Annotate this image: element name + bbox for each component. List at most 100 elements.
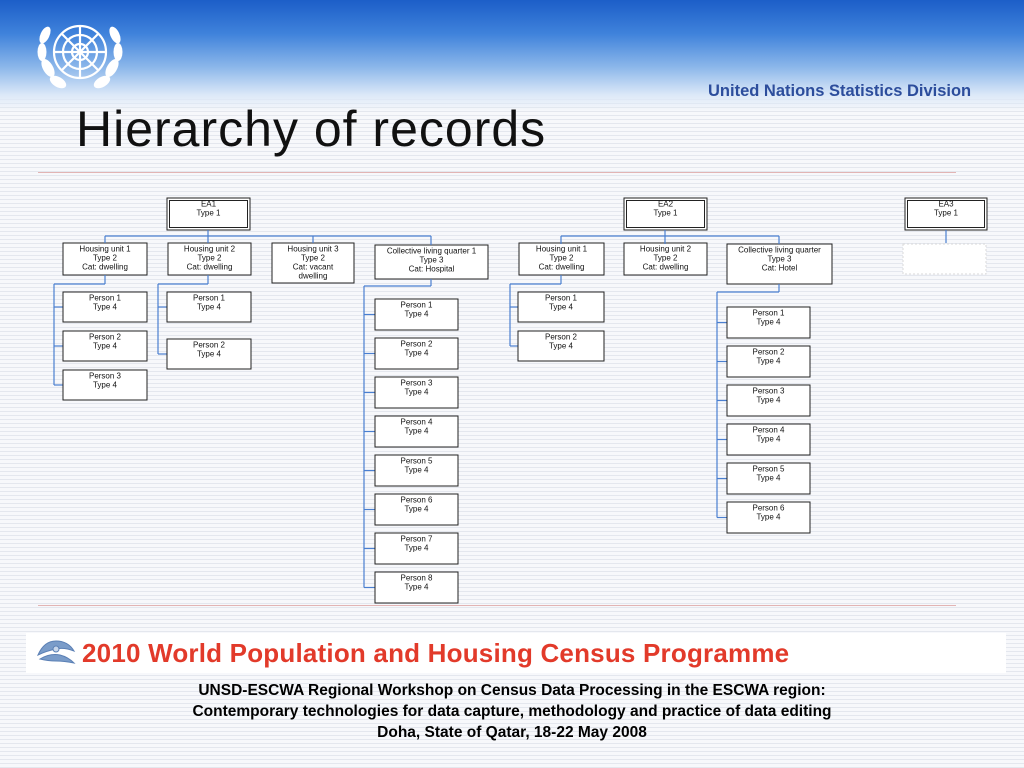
footer: UNSD-ESCWA Regional Workshop on Census D… xyxy=(0,680,1024,743)
top-divider xyxy=(38,172,956,173)
unit-4-box xyxy=(374,244,489,280)
person-5-4-label: Person 4 xyxy=(752,426,785,435)
unit-1-box xyxy=(62,242,148,276)
banner-title: 2010 World Population and Housing Census… xyxy=(82,638,790,668)
person-5-4-box xyxy=(726,423,811,456)
person-4-1-box xyxy=(517,291,605,323)
person-2-2-label: Type 4 xyxy=(197,350,222,359)
person-3-7-label: Type 4 xyxy=(404,544,429,553)
unit-3-label: Cat: vacant xyxy=(293,263,334,272)
person-1-2-label: Person 2 xyxy=(89,333,122,342)
person-1-1-label: Person 1 xyxy=(89,294,122,303)
footer-line-2: Contemporary technologies for data captu… xyxy=(192,703,832,720)
bottom-divider xyxy=(38,605,956,606)
page-title: Hierarchy of records xyxy=(76,101,547,157)
person-3-7-box xyxy=(374,532,459,565)
person-3-4-label: Person 4 xyxy=(400,418,433,427)
footer-line-3: Doha, State of Qatar, 18-22 May 2008 xyxy=(377,724,647,741)
ea-2-label: Type 1 xyxy=(653,209,678,218)
person-1-2-label: Type 4 xyxy=(93,342,118,351)
un-emblem-icon xyxy=(37,24,123,89)
unit-4-label: Collective living quarter 1 xyxy=(387,247,477,256)
person-5-5-label: Type 4 xyxy=(756,474,781,483)
unit-7-label: Cat: Hotel xyxy=(762,264,798,273)
person-2-1-label: Type 4 xyxy=(197,303,222,312)
unit-7-label: Type 3 xyxy=(767,255,792,264)
person-4-2-label: Person 2 xyxy=(545,333,578,342)
unit-4-label: Type 3 xyxy=(419,256,444,265)
unit-2-label: Type 2 xyxy=(197,254,222,263)
person-4-1-label: Person 1 xyxy=(545,294,578,303)
person-1-3-box xyxy=(62,369,148,401)
unit-4-label: Cat: Hospital xyxy=(409,265,455,274)
person-5-5-box xyxy=(726,462,811,495)
unit-2-label: Cat: dwelling xyxy=(187,263,233,272)
person-5-5-label: Person 5 xyxy=(752,465,785,474)
unit-6-label: Type 2 xyxy=(653,254,678,263)
census-banner: 2010 World Population and Housing Census… xyxy=(26,633,1006,673)
census-logo-icon xyxy=(37,640,76,664)
person-3-4-box xyxy=(374,415,459,448)
person-5-2-box xyxy=(726,345,811,378)
unit-1-label: Type 2 xyxy=(93,254,118,263)
unit-3-box xyxy=(271,242,355,284)
person-3-6-label: Type 4 xyxy=(404,505,429,514)
person-3-8-label: Type 4 xyxy=(404,583,429,592)
person-4-2-box xyxy=(517,330,605,362)
header-band xyxy=(0,0,1024,112)
unit-7-label: Collective living quarter xyxy=(738,246,821,255)
person-2-2-label: Person 2 xyxy=(193,341,226,350)
person-4-2-label: Type 4 xyxy=(549,342,574,351)
person-3-7-label: Person 7 xyxy=(400,535,433,544)
person-3-3-label: Person 3 xyxy=(400,379,433,388)
ea-2-label: EA2 xyxy=(658,200,674,209)
footer-line-1: UNSD-ESCWA Regional Workshop on Census D… xyxy=(198,682,826,699)
person-3-5-label: Person 5 xyxy=(400,457,433,466)
person-5-6-box xyxy=(726,501,811,534)
person-3-8-label: Person 8 xyxy=(400,574,433,583)
division-name: United Nations Statistics Division xyxy=(708,82,972,100)
ea-3-label: EA3 xyxy=(938,200,954,209)
unit-5-label: Cat: dwelling xyxy=(539,263,585,272)
unit-1-label: Housing unit 1 xyxy=(79,245,131,254)
unit-6-box xyxy=(623,242,708,276)
person-5-6-label: Person 6 xyxy=(752,504,785,513)
unit-2-box xyxy=(167,242,252,276)
ea-2-inner-border xyxy=(626,200,705,228)
person-3-1-label: Person 1 xyxy=(400,301,433,310)
ea-1-inner-border xyxy=(169,200,248,228)
unit-3-label: Housing unit 3 xyxy=(287,245,339,254)
person-5-3-box xyxy=(726,384,811,417)
unit-5-label: Housing unit 1 xyxy=(536,245,588,254)
ea3-empty-placeholder xyxy=(902,243,987,275)
person-3-3-label: Type 4 xyxy=(404,388,429,397)
person-3-4-label: Type 4 xyxy=(404,427,429,436)
person-3-6-label: Person 6 xyxy=(400,496,433,505)
ea-3-inner-border xyxy=(907,200,985,228)
person-1-2-box xyxy=(62,330,148,362)
person-3-1-box xyxy=(374,298,459,331)
ea-1-label: EA1 xyxy=(201,200,217,209)
person-5-1-label: Type 4 xyxy=(756,318,781,327)
person-3-1-label: Type 4 xyxy=(404,310,429,319)
person-2-2-box xyxy=(166,338,252,370)
person-3-2-box xyxy=(374,337,459,370)
unit-6-label: Cat: dwelling xyxy=(643,263,689,272)
person-5-3-label: Person 3 xyxy=(752,387,785,396)
unit-2-label: Housing unit 2 xyxy=(184,245,236,254)
person-2-1-label: Person 1 xyxy=(193,294,226,303)
person-1-3-label: Person 3 xyxy=(89,372,122,381)
person-3-6-box xyxy=(374,493,459,526)
ea-1-box xyxy=(166,197,251,231)
person-5-3-label: Type 4 xyxy=(756,396,781,405)
person-5-2-label: Person 2 xyxy=(752,348,785,357)
unit-5-label: Type 2 xyxy=(549,254,574,263)
unit-3-label: dwelling xyxy=(299,272,328,281)
person-5-6-label: Type 4 xyxy=(756,513,781,522)
ea-1-label: Type 1 xyxy=(196,209,221,218)
person-5-4-label: Type 4 xyxy=(756,435,781,444)
person-5-1-box xyxy=(726,306,811,339)
ea-2-box xyxy=(623,197,708,231)
person-3-2-label: Type 4 xyxy=(404,349,429,358)
